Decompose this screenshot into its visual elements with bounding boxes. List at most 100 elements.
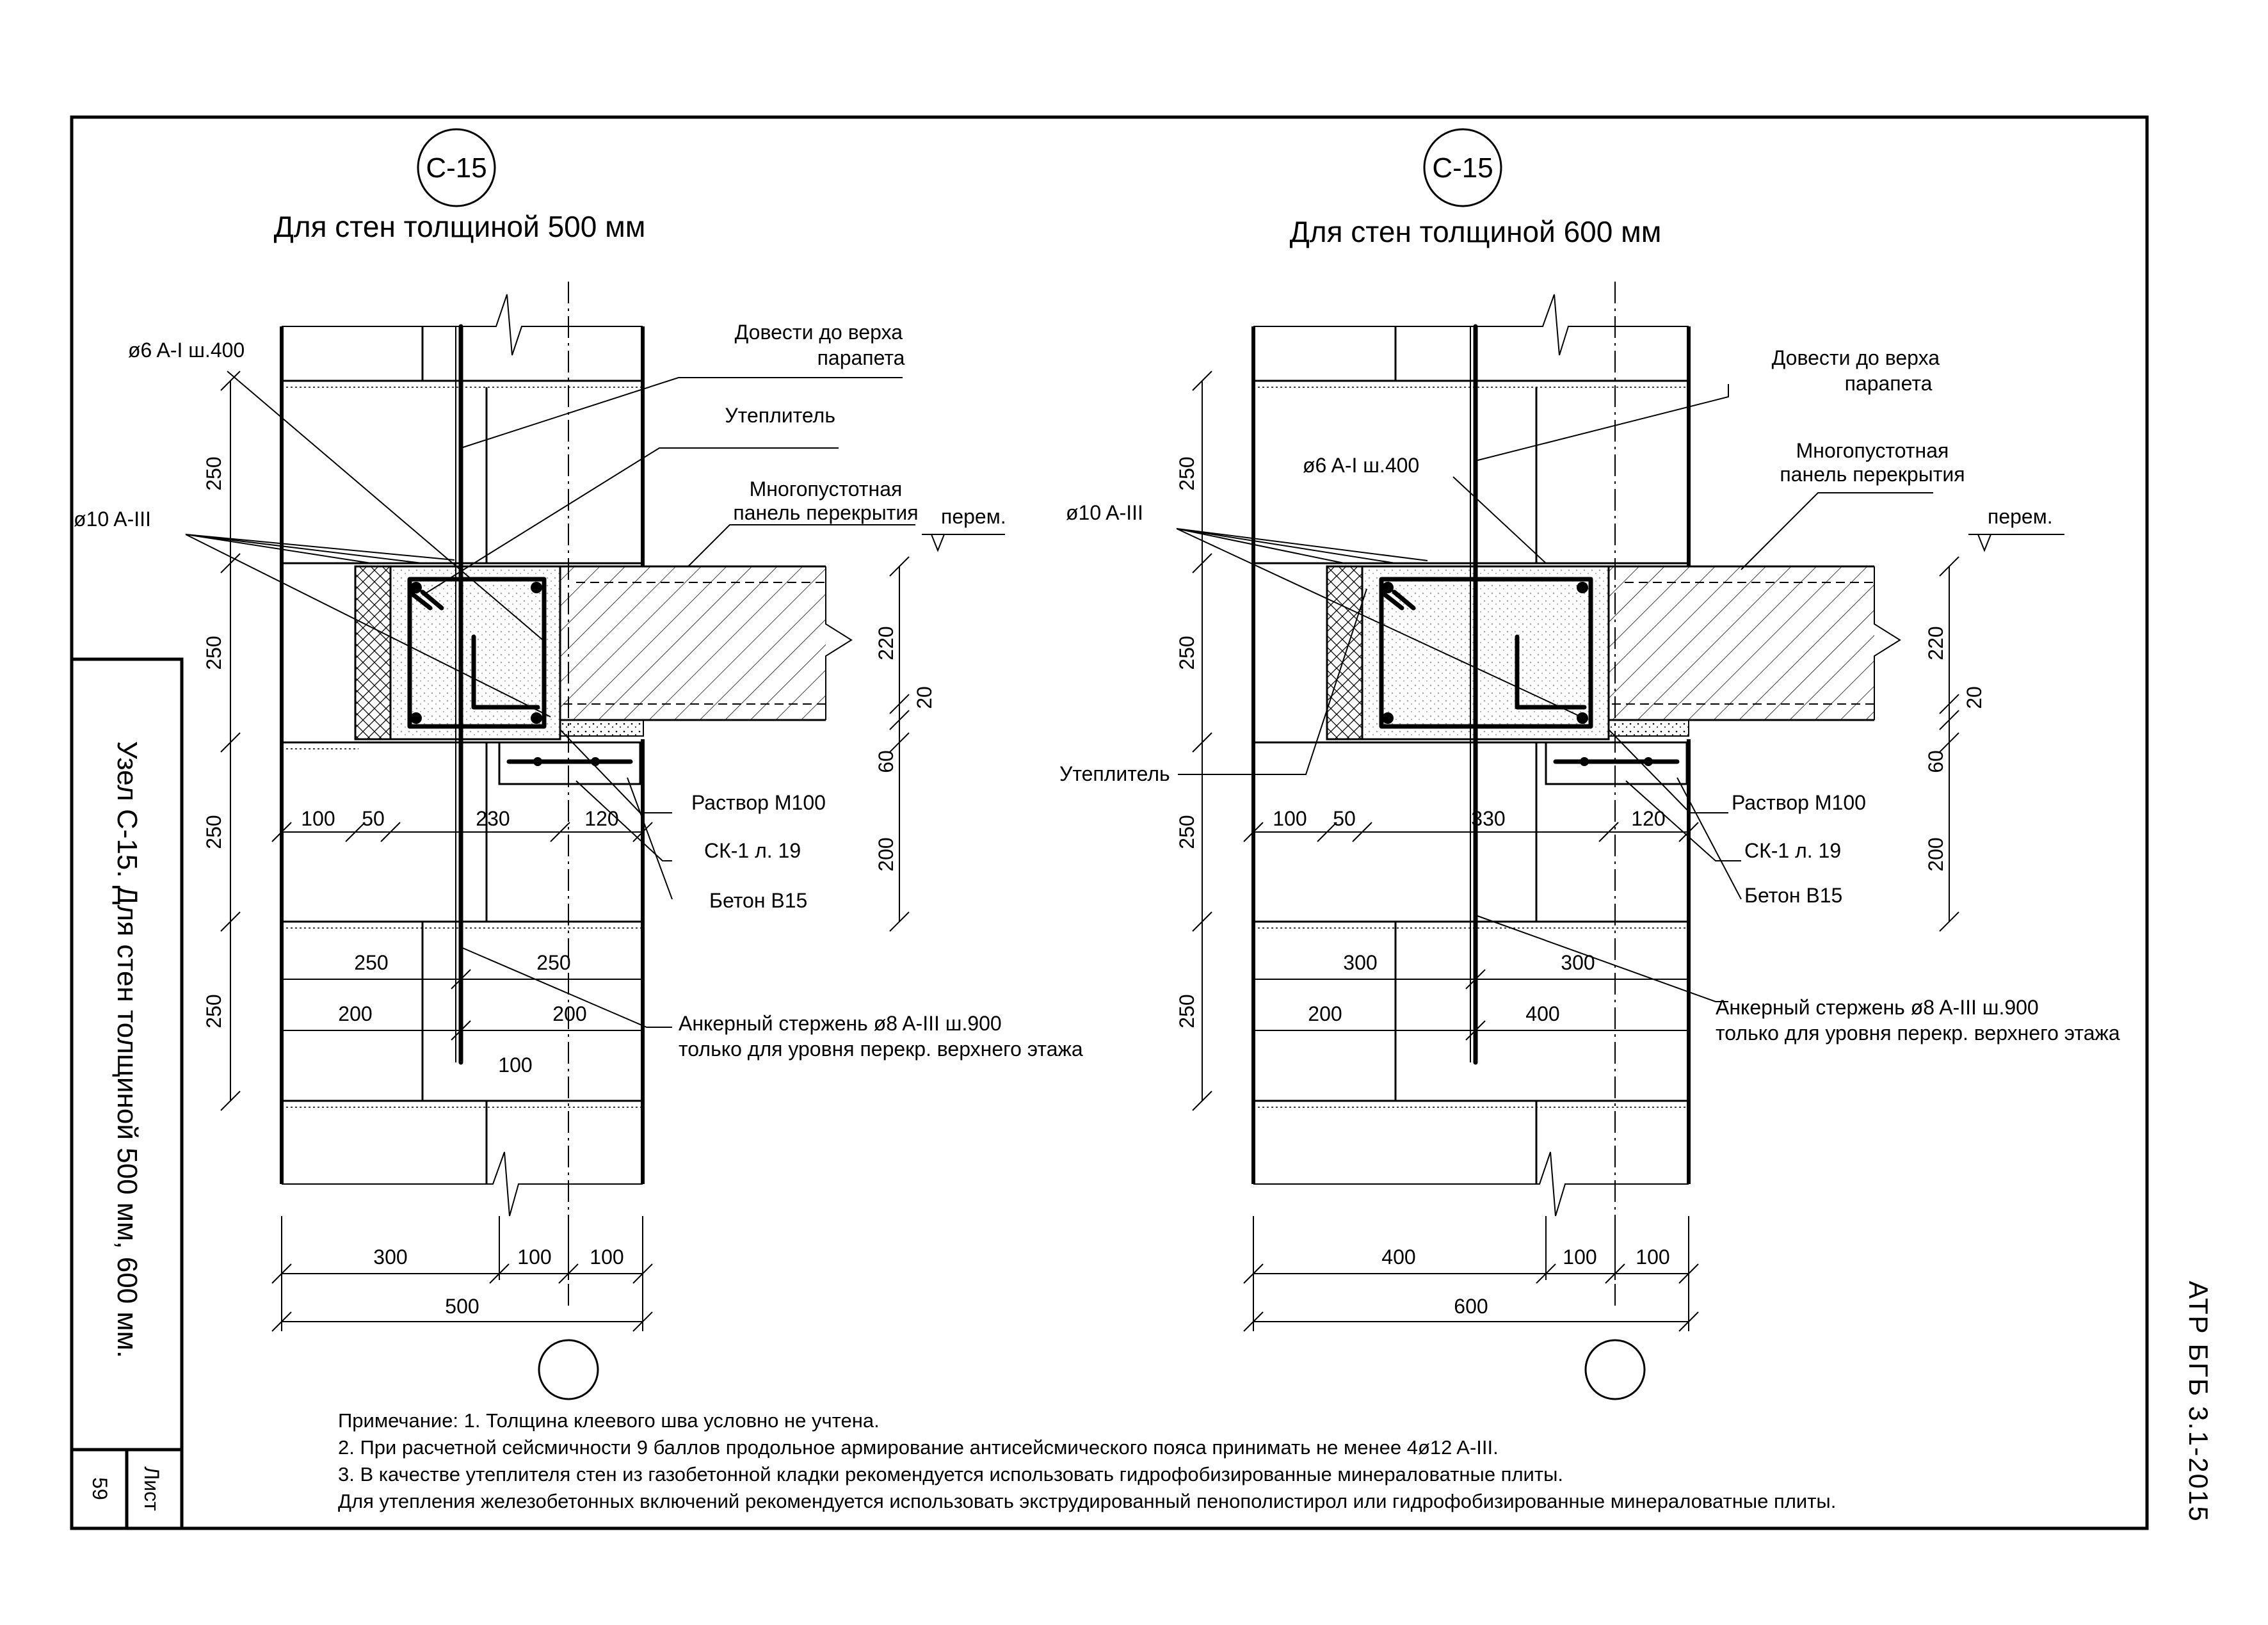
insulation-block xyxy=(354,565,392,740)
label-var: перем. xyxy=(1988,505,2053,528)
label-panel-2: панель перекрытия xyxy=(733,501,918,524)
vertical-dimensions: 250 250 250 250 xyxy=(202,371,241,1111)
document-cipher: АТР БГБ 3.1-2015 xyxy=(2184,1281,2214,1522)
sheet-number: 59 xyxy=(88,1477,111,1500)
hollow-core-slab xyxy=(560,565,853,721)
stirrup-bar xyxy=(407,577,547,729)
hollow-core-slab xyxy=(1609,565,1901,721)
label-bars: ø10 A-III xyxy=(1066,501,1143,524)
dim-total: 600 xyxy=(1454,1295,1488,1318)
longitudinal-bar xyxy=(410,582,422,593)
longitudinal-bar xyxy=(1382,582,1394,593)
label-insulation: Утеплитель xyxy=(1059,762,1170,785)
detail-title: Для стен толщиной 600 мм xyxy=(1290,215,1662,248)
label-bring-top-2: парапета xyxy=(1845,372,1933,395)
dim-b100b: 100 xyxy=(590,1245,623,1269)
side-title: Узел С-15. Для стен толщиной 500 мм, 600… xyxy=(111,741,143,1358)
dim-a300a: 300 xyxy=(1343,951,1377,974)
masonry-wall xyxy=(1251,294,1691,1217)
width-dimensions: 100 50 230 120 xyxy=(271,807,653,842)
label-bring-top-2: парапета xyxy=(817,346,905,369)
anchor-dimensions: 250 250 200 200 100 xyxy=(282,951,643,1077)
insulation-block xyxy=(1326,565,1363,740)
dim-b100a: 100 xyxy=(517,1245,551,1269)
stirrup-inner xyxy=(471,634,540,710)
note-3: 3. В качестве утеплителя стен из газобет… xyxy=(338,1463,1563,1485)
dim-20: 20 xyxy=(1963,686,1986,709)
label-insulation: Утеплитель xyxy=(725,404,835,427)
dim-h1: 250 xyxy=(202,456,225,490)
dim-w100: 100 xyxy=(1273,807,1307,830)
detail-mark-circle xyxy=(1423,128,1502,207)
mortar-layer xyxy=(559,719,644,737)
dim-h2: 250 xyxy=(202,636,225,669)
dim-a400: 400 xyxy=(1525,1002,1559,1025)
dim-w120: 120 xyxy=(1631,807,1665,830)
bottom-dimensions: 300 100 100 500 xyxy=(271,1216,653,1332)
label-bring-top-1: Довести до верха xyxy=(1772,346,1940,369)
detail-left: С-15 Для стен толщиной 500 мм xyxy=(74,128,1083,1400)
leader-lines xyxy=(185,371,915,1028)
note-1: Примечание: 1. Толщина клеевого шва усло… xyxy=(338,1409,880,1432)
dim-h4: 250 xyxy=(1175,994,1198,1028)
label-panel-2: панель перекрытия xyxy=(1780,463,1965,486)
level-mark xyxy=(922,534,1005,552)
belt-hatch xyxy=(1362,566,1609,739)
dim-a300b: 300 xyxy=(1561,951,1595,974)
longitudinal-bar xyxy=(410,712,422,724)
width-dimensions: 100 50 330 120 xyxy=(1243,807,1699,842)
detail-mark: С-15 xyxy=(1432,152,1493,184)
detail-right: С-15 Для стен толщиной 600 мм xyxy=(1059,128,2120,1400)
notes-block: Примечание: 1. Толщина клеевого шва усло… xyxy=(338,1409,1836,1512)
label-stirrup: ø6 A-I ш.400 xyxy=(1303,454,1419,477)
label-bars: ø10 A-III xyxy=(74,508,151,531)
label-lintel: СК-1 л. 19 xyxy=(1744,839,1841,862)
longitudinal-bar xyxy=(531,712,542,724)
longitudinal-bar xyxy=(1382,712,1394,724)
stirrup-bar xyxy=(1379,577,1593,729)
note-4: Для утепления железобетонных включений р… xyxy=(338,1490,1836,1512)
label-lintel: СК-1 л. 19 xyxy=(704,839,801,862)
detail-mark-circle xyxy=(417,128,496,207)
dim-h2: 250 xyxy=(1175,636,1198,669)
dim-b100b: 100 xyxy=(1636,1245,1669,1269)
dim-a250a: 250 xyxy=(354,951,388,974)
dim-h4: 250 xyxy=(202,994,225,1028)
dim-20: 20 xyxy=(913,686,936,709)
dim-h1: 250 xyxy=(1175,456,1198,490)
stirrup-hook xyxy=(407,589,444,611)
dim-a200a: 200 xyxy=(338,1002,372,1025)
dim-w230: 230 xyxy=(476,807,510,830)
label-bring-top-1: Довести до верха xyxy=(735,321,903,344)
dim-60: 60 xyxy=(1924,750,1947,773)
dim-a100: 100 xyxy=(498,1053,532,1077)
longitudinal-bar xyxy=(1577,582,1588,593)
dim-h3: 250 xyxy=(202,815,225,849)
dim-60: 60 xyxy=(874,750,897,773)
sheet-label: Лист xyxy=(140,1466,163,1511)
label-concrete: Бетон В15 xyxy=(1744,884,1842,907)
dim-220: 220 xyxy=(1924,626,1947,660)
dim-a200b: 200 xyxy=(552,1002,586,1025)
longitudinal-bar xyxy=(1577,712,1588,724)
dim-total: 500 xyxy=(445,1295,479,1318)
bottom-dimensions: 400 100 100 600 xyxy=(1243,1216,1699,1332)
label-panel-1: Многопустотная xyxy=(1796,439,1949,462)
label-mortar: Раствор М100 xyxy=(691,791,826,814)
label-stirrup: ø6 A-I ш.400 xyxy=(128,339,245,362)
longitudinal-bar xyxy=(531,582,542,593)
level-mark xyxy=(1968,534,2064,552)
dim-h3: 250 xyxy=(1175,815,1198,849)
dim-w100: 100 xyxy=(301,807,335,830)
note-2: 2. При расчетной сейсмичности 9 баллов п… xyxy=(338,1436,1499,1459)
label-anchor-1: Анкерный стержень ø8 A-III ш.900 xyxy=(1716,996,2039,1019)
detail-title: Для стен толщиной 500 мм xyxy=(274,210,646,243)
detail-mark: С-15 xyxy=(426,152,487,184)
vertical-dimensions: 250 250 250 250 xyxy=(1175,371,1212,1111)
dim-220: 220 xyxy=(874,626,897,660)
axis-bubble xyxy=(538,1339,599,1400)
dim-b100a: 100 xyxy=(1563,1245,1596,1269)
dim-w120: 120 xyxy=(584,807,618,830)
label-anchor-2: только для уровня перекр. верхнего этажа xyxy=(1716,1021,2120,1045)
